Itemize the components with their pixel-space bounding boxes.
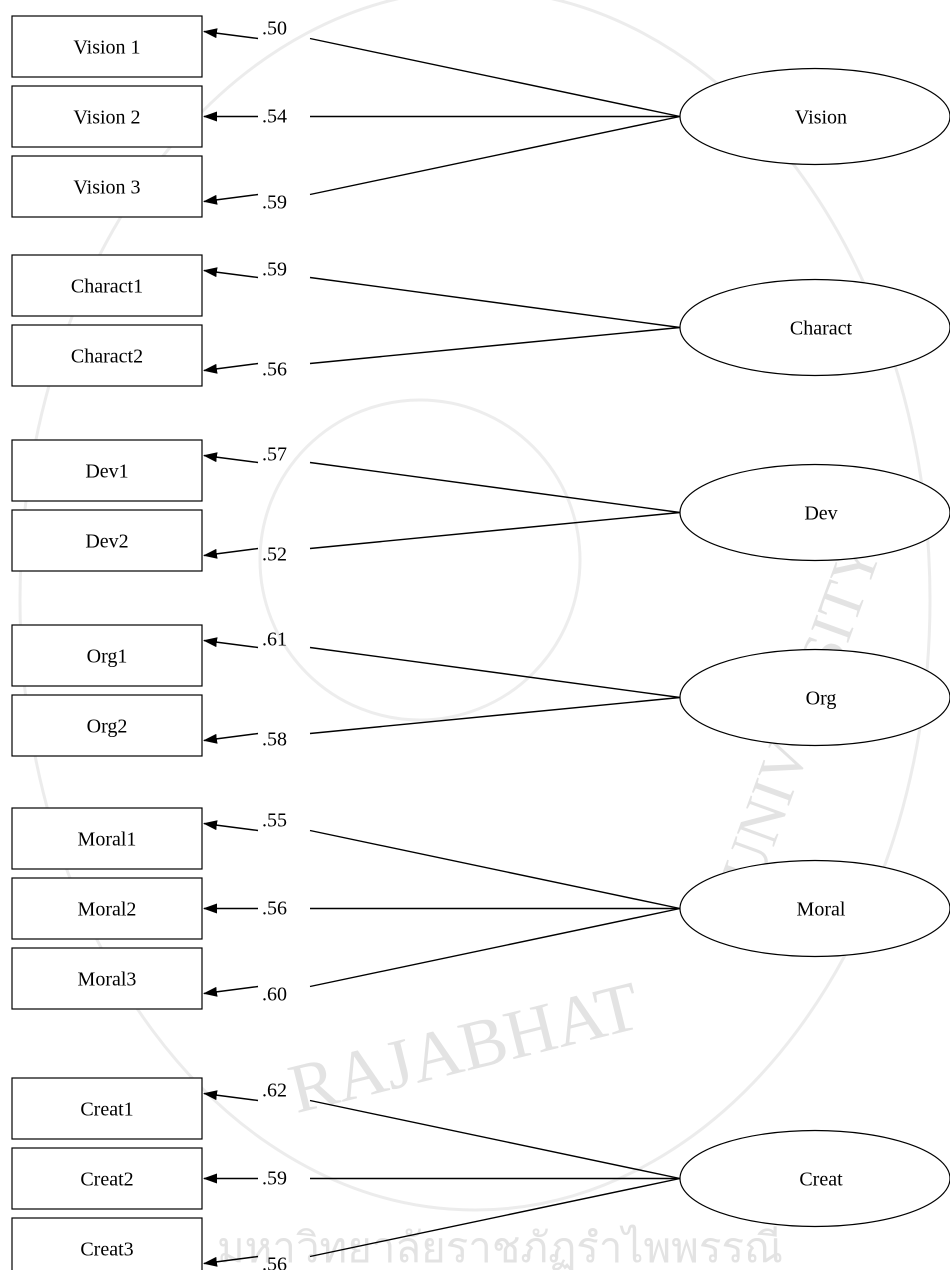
- indicator-box: [11, 254, 203, 317]
- indicator-box: [11, 947, 203, 1010]
- loading-path: [309, 461, 681, 514]
- indicator-box: [11, 15, 203, 78]
- factor-ellipse: [679, 648, 950, 747]
- factor-label: Creat: [799, 1169, 843, 1191]
- loading-value: .50: [262, 18, 287, 40]
- loading-path: [309, 511, 681, 550]
- indicator-label: Charact2: [71, 346, 143, 368]
- indicator-box: [11, 1077, 203, 1140]
- indicator-label: Vision 1: [73, 37, 140, 59]
- loading-path: [309, 276, 681, 329]
- loading-arrow: [203, 362, 259, 374]
- loading-value: .56: [262, 898, 287, 920]
- watermark-emblem: [258, 398, 582, 722]
- indicator-box: [11, 877, 203, 940]
- indicator-label: Creat2: [80, 1169, 133, 1191]
- indicator-label: Creat3: [80, 1239, 133, 1261]
- indicator-label: Moral1: [78, 829, 137, 851]
- indicator-box: [11, 155, 203, 218]
- factor-label: Charact: [790, 318, 853, 340]
- loading-arrow: [203, 637, 259, 649]
- loading-value: .55: [262, 810, 287, 832]
- loading-arrow: [203, 820, 259, 832]
- loading-value: .59: [262, 259, 287, 281]
- loading-arrow: [203, 193, 259, 205]
- loading-value: .54: [262, 106, 287, 128]
- loading-arrow: [203, 452, 259, 464]
- loading-path: [309, 115, 681, 196]
- loading-value: .58: [262, 729, 287, 751]
- indicator-label: Vision 2: [73, 107, 140, 129]
- indicator-label: Charact1: [71, 276, 143, 298]
- loading-value: .57: [262, 444, 287, 466]
- indicator-label: Moral2: [78, 899, 137, 921]
- loading-value: .60: [262, 984, 287, 1006]
- indicator-label: Org1: [87, 646, 128, 668]
- loading-path: [309, 37, 681, 118]
- loading-path: [309, 907, 681, 988]
- indicator-box: [11, 509, 203, 572]
- indicator-box: [11, 624, 203, 687]
- indicator-label: Dev1: [85, 461, 128, 483]
- loading-arrow: [203, 985, 259, 997]
- loading-value: .59: [262, 1168, 287, 1190]
- factor-ellipse: [679, 67, 950, 166]
- loading-value: .59: [262, 192, 287, 214]
- loading-arrow: [203, 267, 259, 279]
- factor-ellipse: [679, 463, 950, 562]
- loading-path: [309, 326, 681, 365]
- indicator-box: [11, 807, 203, 870]
- loading-arrow: [203, 1090, 259, 1102]
- indicator-box: [11, 324, 203, 387]
- indicator-label: Vision 3: [73, 177, 140, 199]
- indicator-label: Dev2: [85, 531, 128, 553]
- factor-label: Vision: [795, 107, 847, 129]
- indicator-box: [11, 1217, 203, 1270]
- loading-arrow: [203, 1255, 259, 1267]
- factor-ellipse: [679, 1129, 950, 1228]
- loading-value: .61: [262, 629, 287, 651]
- loading-path: [309, 1177, 681, 1258]
- loading-value: .62: [262, 1080, 287, 1102]
- indicator-box: [11, 694, 203, 757]
- loading-value: .56: [262, 1254, 287, 1270]
- watermark-thai-text: มหาวิทยาลัยราชภัฏรำไพพรรณี: [217, 1224, 783, 1270]
- factor-ellipse: [679, 278, 950, 377]
- indicator-box: [11, 439, 203, 502]
- factor-ellipse: [679, 859, 950, 958]
- indicator-box: [11, 1147, 203, 1210]
- loading-arrow: [203, 547, 259, 559]
- watermark-ring: [18, 0, 932, 1212]
- loading-path: [309, 1099, 681, 1180]
- loading-arrow: [203, 732, 259, 744]
- indicator-label: Org2: [87, 716, 128, 738]
- factor-label: Org: [806, 688, 837, 710]
- loading-value: .56: [262, 359, 287, 381]
- loading-path: [309, 829, 681, 910]
- watermark-bottom-text: RAJABHAT: [282, 968, 648, 1129]
- loading-path: [309, 696, 681, 735]
- factor-label: Moral: [797, 899, 846, 921]
- loading-arrow: [203, 28, 259, 40]
- loading-path: [309, 646, 681, 699]
- indicator-label: Creat1: [80, 1099, 133, 1121]
- factor-label: Dev: [804, 503, 837, 525]
- loading-value: .52: [262, 544, 287, 566]
- indicator-box: [11, 85, 203, 148]
- indicator-label: Moral3: [78, 969, 137, 991]
